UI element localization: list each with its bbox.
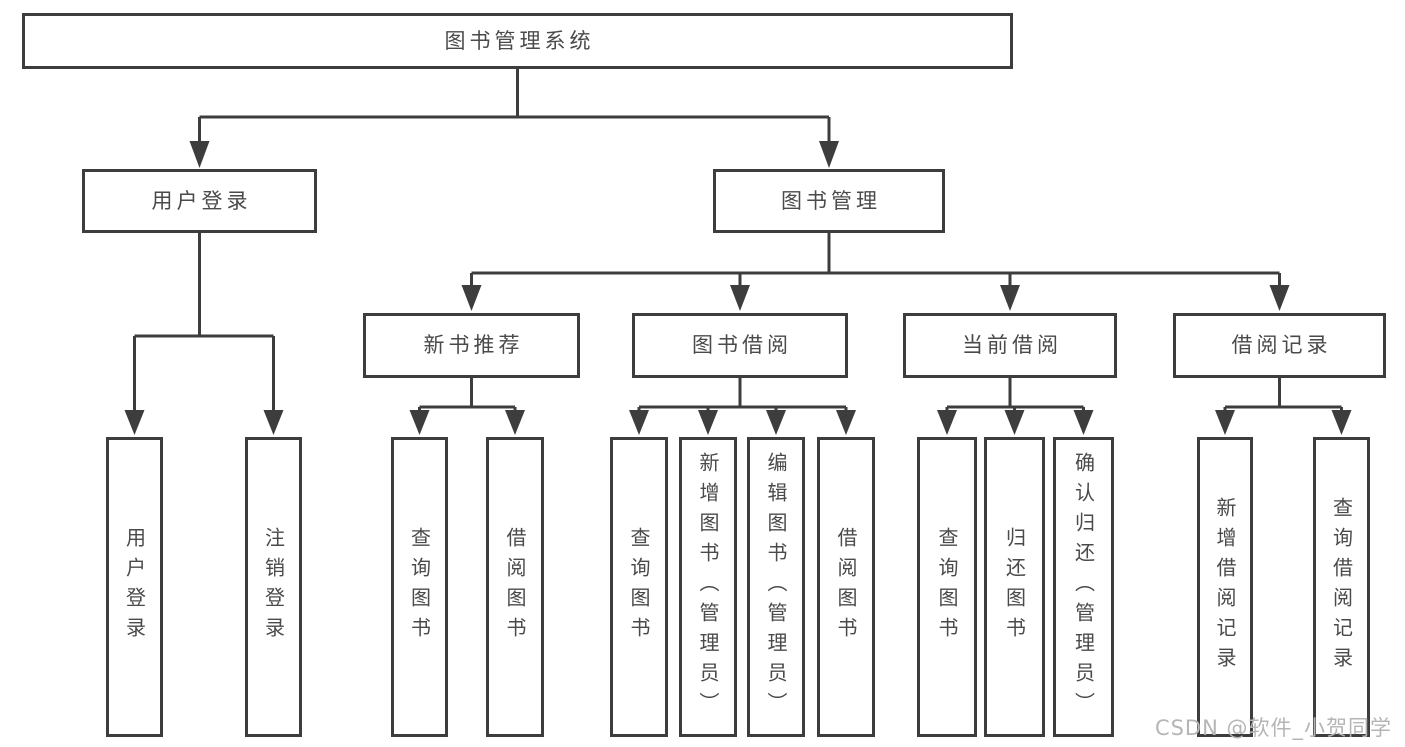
csdn-watermark: CSDN @软件_小贺同学 <box>1154 716 1392 740</box>
arrowhead-icon <box>124 410 145 435</box>
leaf-query-books-current: 查询图书 <box>917 437 977 737</box>
arrowhead-icon <box>629 410 649 435</box>
arrowhead-icon <box>461 285 482 311</box>
arrowhead-icon <box>1073 410 1094 435</box>
arrowhead-icon <box>505 410 525 435</box>
arrowhead-icon <box>1000 285 1020 311</box>
arrowhead-icon <box>1004 410 1025 435</box>
leaf-return-books: 归还图书 <box>984 437 1045 737</box>
arrowhead-icon <box>937 410 957 435</box>
arrowhead-icon <box>1215 410 1235 435</box>
arrowhead-icon <box>819 141 839 168</box>
arrowhead-icon <box>409 410 430 435</box>
leaf-logout: 注销登录 <box>245 437 302 737</box>
leaf-borrow-books: 借阅图书 <box>817 437 875 737</box>
node-book-management: 图书管理 <box>713 169 945 233</box>
arrowhead-icon <box>698 410 718 435</box>
arrowhead-icon <box>1331 410 1352 435</box>
node-borrow-records: 借阅记录 <box>1173 313 1386 378</box>
leaf-query-books-recommend: 查询图书 <box>391 437 448 737</box>
leaf-add-books-admin: 新增图书（管理员） <box>679 437 737 737</box>
leaf-query-borrow-record: 查询借阅记录 <box>1313 437 1370 737</box>
leaf-query-books-borrow: 查询图书 <box>610 437 668 737</box>
arrowhead-icon <box>766 410 786 435</box>
arrowhead-icon <box>730 285 750 311</box>
node-new-book-recommend: 新书推荐 <box>363 313 580 378</box>
leaf-confirm-return-admin: 确认归还（管理员） <box>1053 437 1114 737</box>
node-user-login: 用户登录 <box>82 169 317 233</box>
node-book-borrow: 图书借阅 <box>632 313 848 378</box>
arrowhead-icon <box>836 410 856 435</box>
node-current-borrow: 当前借阅 <box>903 313 1117 378</box>
leaf-add-borrow-record: 新增借阅记录 <box>1197 437 1253 737</box>
arrowhead-icon <box>1269 285 1290 311</box>
leaf-edit-books-admin: 编辑图书（管理员） <box>747 437 805 737</box>
connector-path <box>133 69 1343 412</box>
arrowhead-icon <box>189 141 210 168</box>
leaf-borrow-books-recommend: 借阅图书 <box>486 437 544 737</box>
arrowhead-icon <box>263 410 284 435</box>
node-library-management-system: 图书管理系统 <box>22 13 1013 69</box>
leaf-user-login: 用户登录 <box>106 437 163 737</box>
